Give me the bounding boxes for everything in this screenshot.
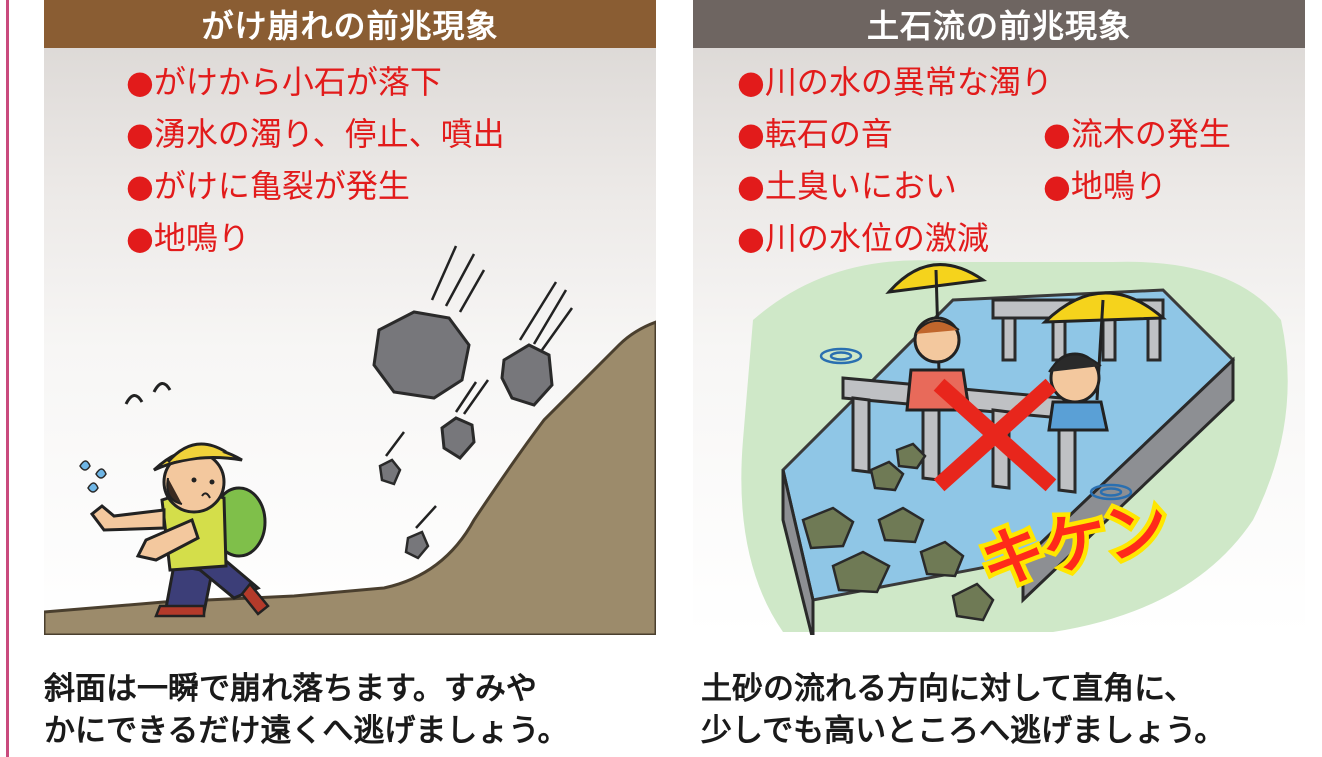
- pebble-rock: [378, 458, 402, 486]
- debris-sign-item: ●転石の音: [737, 115, 893, 153]
- hiker-figure: [89, 442, 270, 618]
- slope-terrain: [44, 320, 656, 635]
- debris-caption-line: 土砂の流れる方向に対して直角に、: [701, 671, 1196, 707]
- slope-warning-signs: ●がけから小石が落下 ●湧水の濁り、停止、噴出 ●がけに亀裂が発生 ●地鳴り: [126, 56, 505, 264]
- sweat-drops: [79, 460, 107, 493]
- river-boulders: [801, 442, 995, 622]
- slope-sign-item: ●湧水の濁り、停止、噴出: [126, 115, 505, 153]
- debris-warning-signs: ●川の水の異常な濁り ●転石の音 ●流木の発生 ●土臭いにおい ●地鳴り ●川の…: [737, 56, 1231, 264]
- debris-sign-item: ●土臭いにおい: [737, 167, 957, 205]
- rain-ripples: [819, 347, 1133, 501]
- slope-failure-panel: がけ崩れの前兆現象: [44, 0, 656, 635]
- medium-rock: [500, 343, 554, 407]
- debris-caption: 土砂の流れる方向に対して直角に、 少しでも高いところへ逃げましょう。: [701, 668, 1225, 752]
- slope-sign-item: ●がけから小石が落下: [126, 63, 442, 101]
- surprise-marks: [124, 382, 172, 405]
- large-rock: [372, 310, 471, 400]
- slope-caption-line: かにできるだけ遠くへ逃げましょう。: [44, 713, 569, 749]
- slope-sign-item: ●がけに亀裂が発生: [126, 167, 410, 205]
- debris-sign-item: ●川の水位の激減: [737, 219, 989, 257]
- slope-caption-line: 斜面は一瞬で崩れ落ちます。すみや: [44, 671, 537, 707]
- debris-flow-illustration: [741, 260, 1288, 635]
- landslide-illustration: [44, 245, 656, 635]
- debris-flow-panel: 土石流の前兆現象: [693, 0, 1305, 635]
- slope-sign-item: ●地鳴り: [126, 219, 250, 257]
- small-rock: [440, 416, 476, 460]
- falling-motion-lines: [385, 245, 574, 529]
- debris-sign-item: ●流木の発生: [1043, 115, 1231, 153]
- slope-caption: 斜面は一瞬で崩れ落ちます。すみや かにできるだけ遠くへ逃げましょう。: [44, 668, 569, 752]
- slope-failure-title: がけ崩れの前兆現象: [44, 0, 656, 48]
- person-right-with-umbrella: [1041, 291, 1167, 432]
- debris-caption-line: 少しでも高いところへ逃げましょう。: [701, 713, 1226, 749]
- danger-label-graphic: キケン: [973, 490, 1180, 590]
- danger-label: キケン: [974, 490, 1175, 590]
- debris-sign-item: ●川の水の異常な濁り: [737, 63, 1053, 101]
- danger-cross-mark: [933, 378, 1057, 492]
- left-accent-rule: [6, 0, 9, 757]
- debris-sign-item: ●地鳴り: [1043, 167, 1167, 205]
- debris-flow-title: 土石流の前兆現象: [693, 0, 1305, 48]
- pebble-rock-2: [404, 530, 430, 560]
